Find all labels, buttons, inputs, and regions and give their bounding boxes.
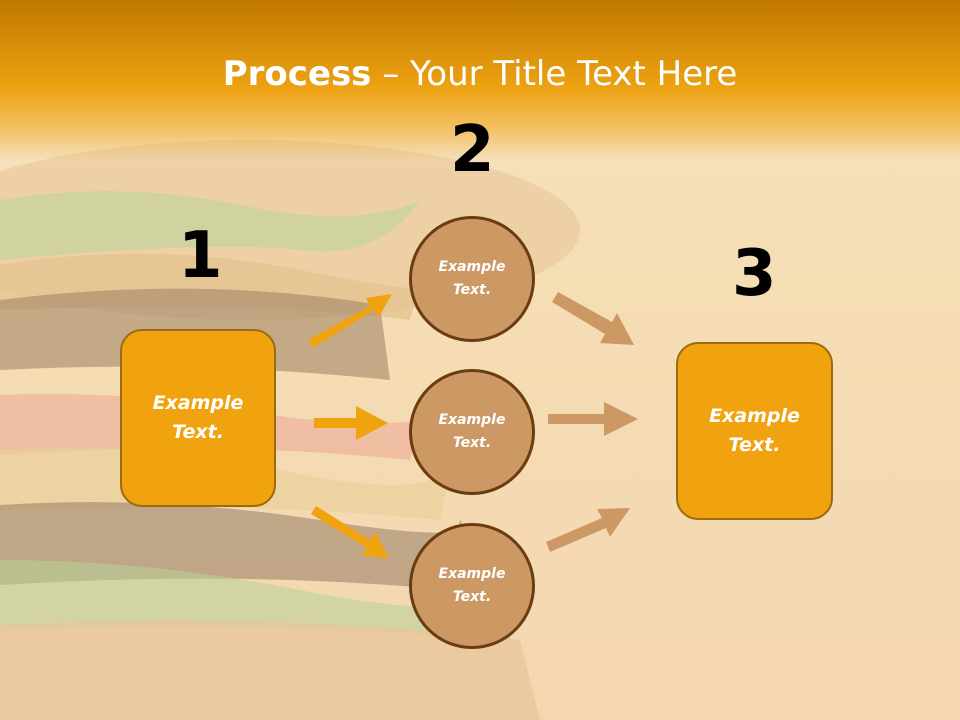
title-bar <box>0 0 960 160</box>
right-arrows <box>546 292 638 552</box>
circle-text-bottom: Example Text. <box>438 566 506 605</box>
slide-title: Process – Your Title Text Here <box>0 54 960 94</box>
step-2-circle-top: Example Text. <box>409 216 535 342</box>
left-arrows <box>308 294 392 558</box>
title-rest: – Your Title Text Here <box>371 54 738 94</box>
circle-text-top: Example Text. <box>438 259 506 298</box>
step-2-circle-bottom: Example Text. <box>409 523 535 649</box>
arrow-1-to-top <box>308 294 392 348</box>
step-1-text: Example Text. <box>152 392 244 443</box>
step-number-2: 2 <box>450 113 495 187</box>
step-number-3: 3 <box>732 237 777 311</box>
arrow-middle-to-3 <box>548 402 638 436</box>
arrow-bottom-to-3 <box>546 508 630 552</box>
arrow-1-to-middle <box>314 406 388 440</box>
title-bold: Process <box>222 54 372 94</box>
step-3-text: Example Text. <box>709 405 800 456</box>
step-number-1: 1 <box>178 219 223 293</box>
arrow-top-to-3 <box>552 292 634 345</box>
step-2-circle-middle: Example Text. <box>409 369 535 495</box>
arrow-1-to-bottom <box>311 506 389 558</box>
step-1-box: Example Text. <box>120 329 276 507</box>
circle-text-middle: Example Text. <box>438 412 506 451</box>
step-3-box: Example Text. <box>676 342 833 520</box>
